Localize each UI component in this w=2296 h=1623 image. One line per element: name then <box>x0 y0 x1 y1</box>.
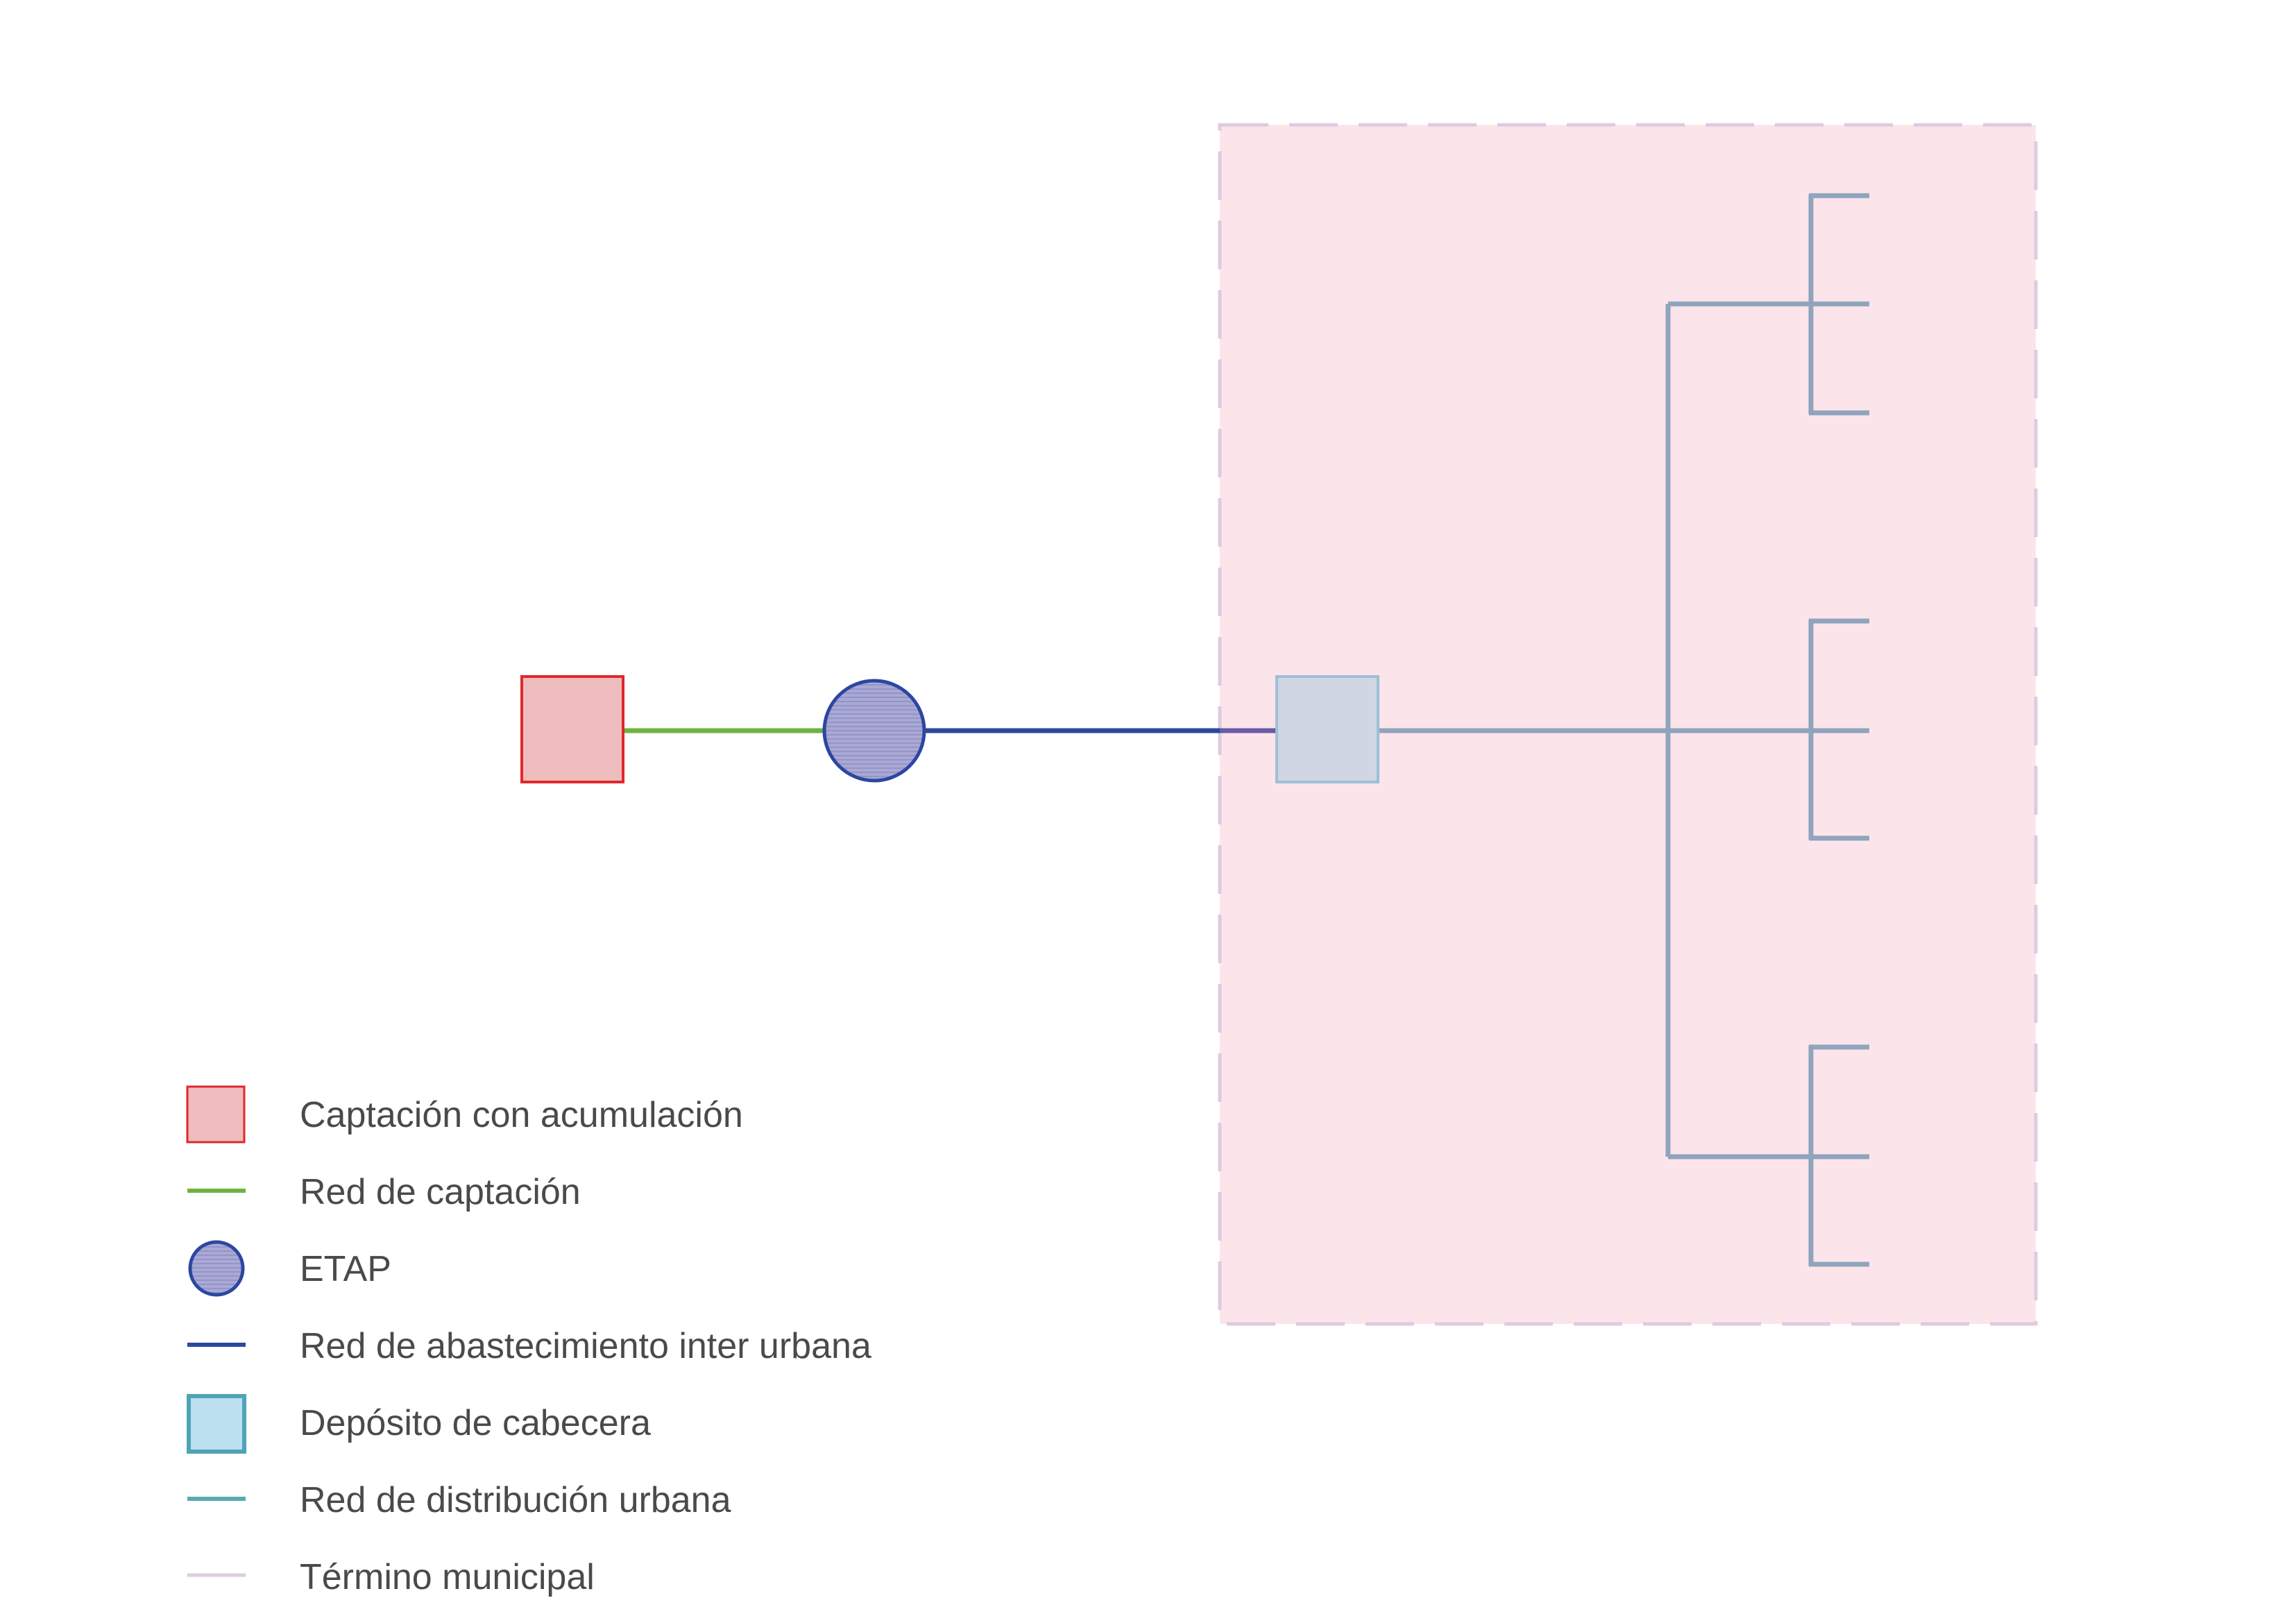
legend-label-deposito: Depósito de cabecera <box>300 1403 651 1443</box>
captacion-square <box>520 675 624 783</box>
red-distribucion-tree <box>1379 193 1869 1267</box>
circle-blue-icon <box>188 1240 245 1297</box>
square-red-icon <box>186 1085 246 1144</box>
legend-label-red-abastecimiento: Red de abastecimiento inter urbana <box>300 1326 871 1366</box>
legend: Captación con acumulación Red de captaci… <box>186 1085 871 1597</box>
legend-label-termino-municipal: Término municipal <box>300 1557 595 1597</box>
legend-label-red-captacion: Red de captación <box>300 1172 581 1212</box>
legend-label-red-distribucion: Red de distribución urbana <box>300 1480 731 1520</box>
deposito-square <box>1275 675 1379 783</box>
etap-circle <box>822 679 926 783</box>
square-cyan-icon <box>187 1394 246 1454</box>
legend-label-etap: ETAP <box>300 1249 391 1289</box>
legend-label-captacion: Captación con acumulación <box>300 1095 743 1135</box>
